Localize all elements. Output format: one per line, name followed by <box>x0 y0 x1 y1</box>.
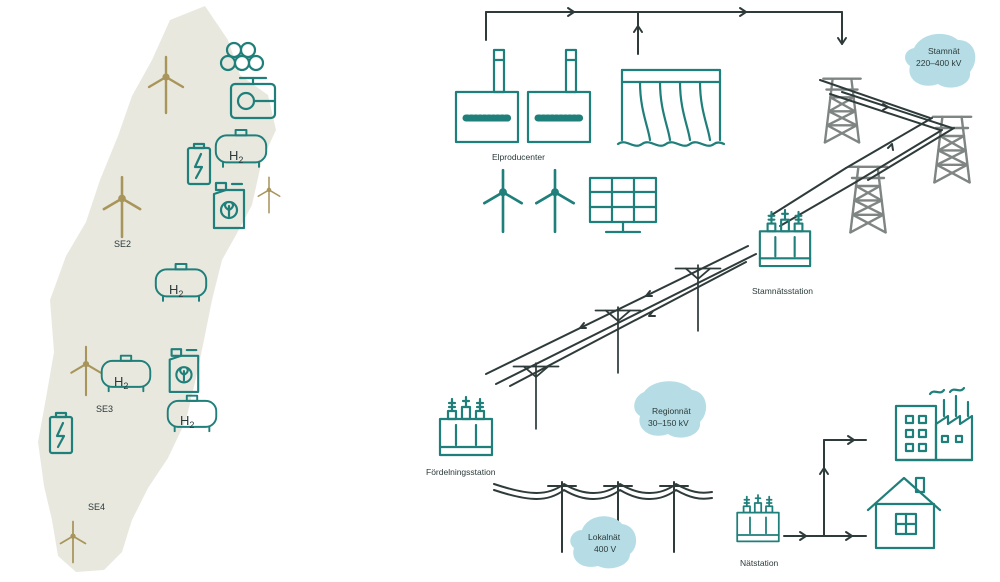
regional-voltage: 30–150 kV <box>648 418 689 428</box>
transmission-station-label: Stamnätsstation <box>752 286 813 296</box>
transmission-label: Stamnät <box>928 46 960 56</box>
zone-label-se2: SE2 <box>114 239 131 249</box>
house-icon <box>866 476 942 550</box>
producers-label: Elproducenter <box>492 152 545 162</box>
sweden-map: SE2 SE3 SE4 H2 H2 <box>38 6 281 572</box>
zone-label-se4: SE4 <box>88 502 105 512</box>
solar-panel-icon <box>588 176 658 234</box>
transmission-substation-icon <box>758 208 812 268</box>
wind-turbine-icon <box>482 168 524 234</box>
network-substation-icon <box>736 494 780 543</box>
transmission-lines <box>769 79 955 227</box>
local-label: Lokalnät <box>588 532 621 542</box>
regional-label: Regionnät <box>652 406 691 416</box>
regional-lines <box>485 245 757 387</box>
wind-turbine-icon <box>257 176 281 214</box>
hydro-dam-icon <box>616 68 726 147</box>
power-grid: Elproducenter Stamnät 220–400 <box>426 7 976 569</box>
factory-icon <box>894 386 974 462</box>
biomass-pellets-icon <box>219 41 265 72</box>
generator-icon <box>229 76 277 120</box>
building-feeder-line <box>783 435 867 541</box>
local-lines <box>493 481 713 553</box>
thermal-plant-icon <box>526 48 592 144</box>
top-feeder-line <box>485 7 847 55</box>
wind-turbine-icon <box>534 168 576 234</box>
distribution-substation-icon <box>438 395 494 457</box>
h2-label: H2 <box>180 413 194 430</box>
distribution-station-label: Fördelningsstation <box>426 467 496 477</box>
local-voltage: 400 V <box>594 544 617 554</box>
regional-bubble <box>634 381 707 438</box>
thermal-plant-icon <box>454 48 520 144</box>
local-bubble <box>570 516 637 569</box>
zone-label-se3: SE3 <box>96 404 113 414</box>
transmission-voltage: 220–400 kV <box>916 58 962 68</box>
transmission-pylon <box>847 165 889 234</box>
network-station-label: Nätstation <box>740 558 779 568</box>
transmission-pylon <box>931 115 973 184</box>
transmission-bubble <box>905 33 976 88</box>
